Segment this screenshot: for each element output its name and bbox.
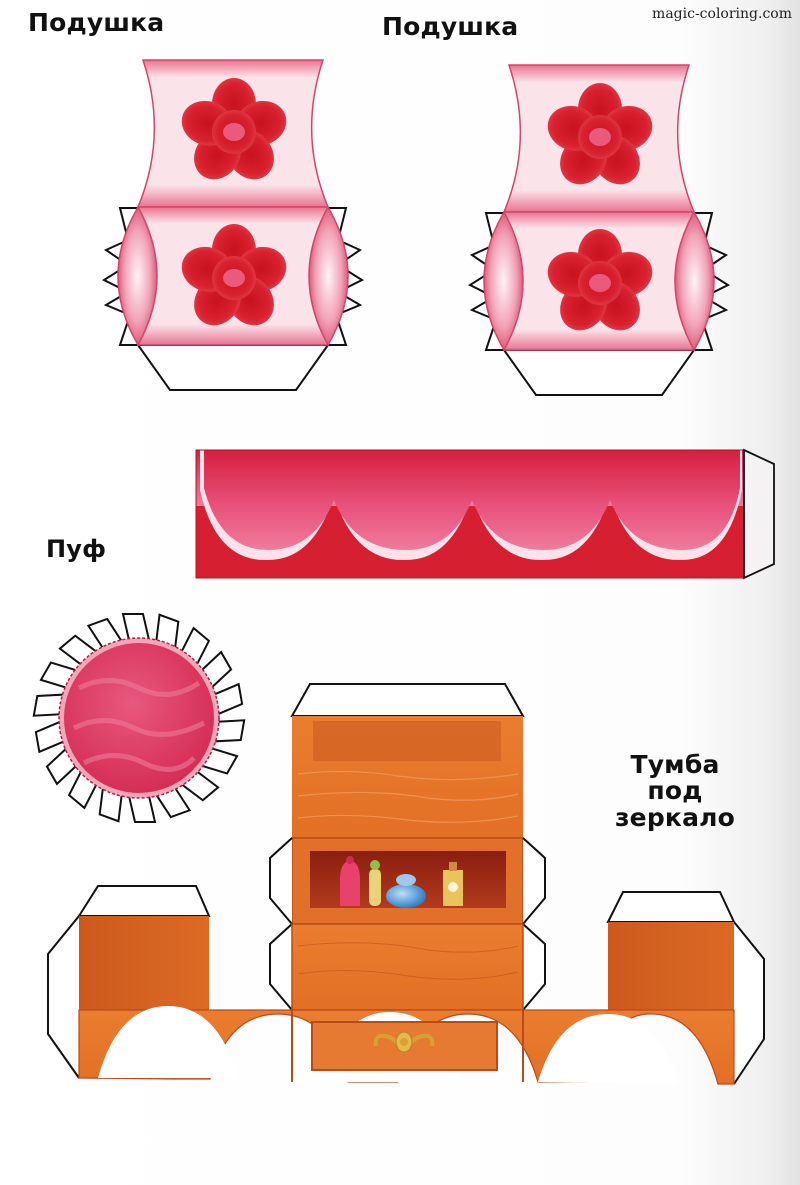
watermark: magic-coloring.com (652, 6, 792, 22)
pillow-piece-right (484, 65, 716, 400)
pouf-label: Пуф (46, 535, 107, 563)
pouf-strip-piece (195, 448, 775, 580)
shelf-items (340, 856, 463, 908)
cabinet-label-line1: Тумба (630, 750, 720, 779)
cabinet-label-line2: под (647, 776, 703, 806)
cabinet-label-line3: зеркало (614, 802, 736, 832)
cabinet-label: Тумба под зеркало (600, 750, 750, 832)
drawer-handle (373, 1031, 435, 1053)
pillow-piece-left (118, 60, 350, 395)
pillow-label-right: Подушка (382, 12, 519, 41)
pillow-label-left: Подушка (28, 8, 165, 37)
pouf-disc-piece (32, 613, 246, 823)
vanity-cabinet-piece (47, 683, 765, 1085)
